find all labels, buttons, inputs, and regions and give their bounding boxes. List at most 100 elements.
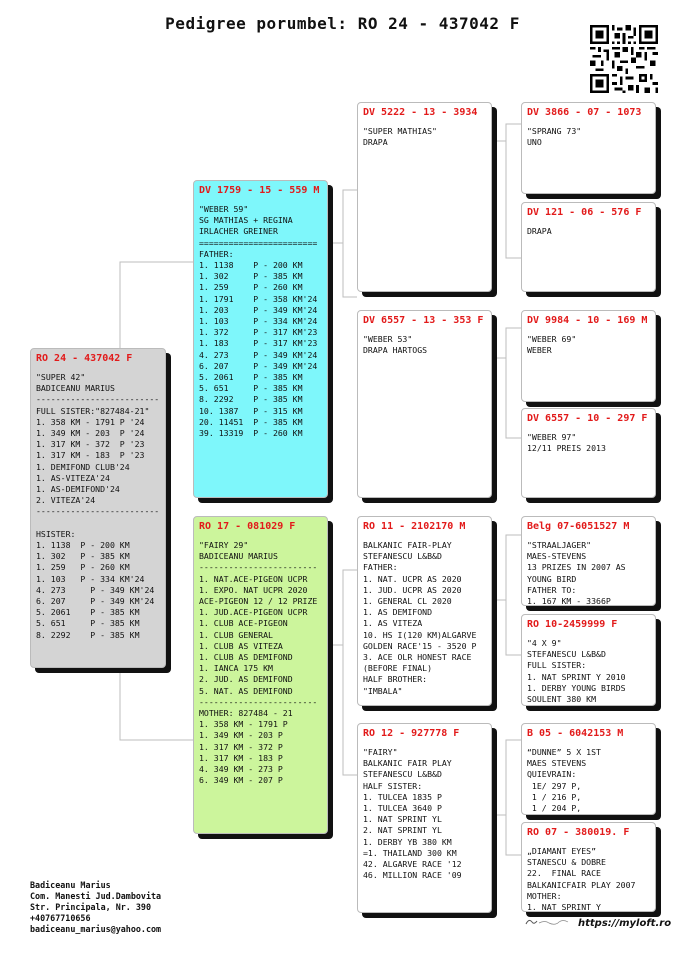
- card-line: 42. ALGARVE RACE '12: [363, 859, 462, 870]
- card-details: "SPRANG 73"UNO: [527, 126, 650, 148]
- card-line: (BEFORE FINAL): [363, 663, 433, 674]
- card-line: 1. JUD.ACE-PIGEON UCPR: [199, 607, 308, 618]
- ring-number: DV 6557 - 10 - 297 F: [527, 413, 648, 424]
- card-line: 39. 13319 P - 260 KM: [199, 428, 303, 439]
- card-line: -------------------------: [36, 506, 160, 517]
- card-details: "FAIRY 29"BADICEANU MARIUS--------------…: [199, 540, 322, 786]
- card-line: "SUPER MATHIAS": [363, 126, 437, 136]
- card-line: 5. 651 P - 385 KM: [36, 618, 140, 629]
- card-line: 1. 302 P - 385 KM: [199, 271, 303, 282]
- pigeon-card-ggp-4[interactable]: DV 6557 - 10 - 297 F "WEBER 97"12/11 PRE…: [521, 408, 656, 498]
- pigeon-card-mother-dam[interactable]: RO 12 - 927778 F "FAIRY"BALKANIC FAIR PL…: [357, 723, 492, 913]
- card-details: "WEBER 69"WEBER: [527, 334, 650, 356]
- card-line: 1 / 216 P,: [527, 791, 582, 802]
- card-line: 20. 11451 P - 385 KM: [199, 416, 303, 427]
- card-line: 2. JUD. AS DEMIFOND: [199, 674, 293, 685]
- card-line: 1E/ 297 P,: [527, 780, 582, 791]
- card-line: ------------------------: [199, 562, 318, 573]
- card-line: 2. NAT SPRINT YL: [363, 825, 442, 836]
- card-line: 3. ACE OLR HONEST RACE: [363, 652, 472, 663]
- card-line: 1. 358 KM - 1791 P: [199, 719, 288, 730]
- card-line: 1. 349 KM - 203 P '24: [36, 428, 145, 439]
- card-line: 1. DERBY YB 380 KM: [363, 836, 452, 847]
- card-line: 1. EXPO. NAT UCPR 2020: [199, 584, 308, 595]
- card-line: SG MATHIAS + REGINA: [199, 215, 293, 226]
- card-line: 13 PRIZES IN 2007 AS: [527, 562, 626, 573]
- card-line: 1. AS-DEMIFOND'24: [36, 484, 120, 495]
- pigeon-card-father-dam[interactable]: DV 6557 - 13 - 353 F "WEBER 53"DRAPA HAR…: [357, 310, 492, 498]
- website-link[interactable]: https://myloft.ro: [578, 918, 672, 929]
- card-line: ------------------------: [199, 696, 318, 707]
- card-line: FATHER TO:: [527, 584, 577, 595]
- owner-phone: +40767710656: [30, 913, 91, 923]
- card-line: 10. HS I(120 KM)ALGARVE: [363, 629, 477, 640]
- card-line: 1. 259 P - 260 KM: [199, 282, 303, 293]
- card-line: GOLDEN RACE'15 - 3520 P: [363, 640, 477, 651]
- owner-address-line: Str. Principala, Nr. 390: [30, 902, 152, 912]
- card-line: BALKANICFAIR PLAY 2007: [527, 879, 636, 890]
- card-line: MAES-STEVENS: [527, 551, 587, 562]
- pigeon-card-ggp-3[interactable]: DV 9984 - 10 - 169 M "WEBER 69"WEBER: [521, 310, 656, 402]
- card-line: 1. AS VITEZA: [363, 618, 423, 629]
- card-line: STEFANESCU L&B&D: [363, 769, 442, 780]
- card-line: ACE-PIGEON 12 / 12 PRIZE: [199, 596, 318, 607]
- card-line: 1. TULCEA 3640 P: [363, 803, 442, 814]
- card-line: 5. NAT. AS DEMIFOND: [199, 685, 293, 696]
- card-line: -------------------------: [36, 394, 160, 405]
- owner-address-line: Com. Manesti Jud.Dambovita: [30, 891, 162, 901]
- card-line: 4. 273 P - 349 KM'24: [36, 584, 155, 595]
- card-line: 6. 207 P - 349 KM'24: [199, 360, 318, 371]
- myloft-logo-icon: [525, 919, 569, 925]
- pigeon-card-father[interactable]: DV 1759 - 15 - 559 M "WEBER 59"SG MATHIA…: [193, 180, 328, 498]
- card-line: "FAIRY 29": [199, 540, 249, 550]
- card-line: 1. CLUB AS VITEZA: [199, 640, 283, 651]
- card-line: "WEBER 97": [527, 432, 577, 442]
- qr-code: [590, 25, 658, 93]
- card-line: 1. 103 P - 334 KM'24: [36, 573, 145, 584]
- card-line: =1. THAILAND 300 KM: [363, 847, 457, 858]
- owner-email[interactable]: badiceanu_marius@yahoo.com: [30, 924, 162, 934]
- card-line: 4. 349 KM - 273 P: [199, 764, 283, 775]
- owner-name: Badiceanu Marius: [30, 880, 111, 890]
- ring-number: RO 07 - 380019. F: [527, 827, 630, 838]
- ring-number: DV 6557 - 13 - 353 F: [363, 315, 484, 326]
- card-line: 1. IANCA 175 KM: [199, 663, 273, 674]
- card-line: 46. MILLION RACE '09: [363, 870, 462, 881]
- card-line: DRAPA HARTOGS: [363, 345, 428, 356]
- card-line: 1. 372 P - 317 KM'23: [199, 327, 318, 338]
- card-line: 1. AS DEMIFOND: [363, 607, 433, 618]
- pigeon-card-ggp-8[interactable]: RO 07 - 380019. F „DIAMANT EYES”STANESCU…: [521, 822, 656, 912]
- card-line: "WEBER 69": [527, 334, 577, 344]
- pigeon-card-ggp-2[interactable]: DV 121 - 06 - 576 F DRAPA: [521, 202, 656, 292]
- card-line: IRLACHER GREINER: [199, 226, 278, 237]
- pigeon-card-father-sire[interactable]: DV 5222 - 13 - 3934 "SUPER MATHIAS"DRAPA: [357, 102, 492, 292]
- pigeon-card-subject[interactable]: RO 24 - 437042 F "SUPER 42"BADICEANU MAR…: [30, 348, 166, 668]
- pigeon-card-ggp-5[interactable]: Belg 07-6051527 M "STRAALJAGER"MAES-STEV…: [521, 516, 656, 606]
- card-line: 1. 167 KM - 3366P: [527, 596, 611, 606]
- pigeon-card-mother[interactable]: RO 17 - 081029 F "FAIRY 29"BADICEANU MAR…: [193, 516, 328, 834]
- card-line: "SUPER 42": [36, 372, 86, 382]
- card-line: 1. 317 KM - 183 P: [199, 752, 283, 763]
- card-line: 1. 183 P - 317 KM'23: [199, 338, 318, 349]
- card-line: HALF SISTER:: [363, 780, 423, 791]
- card-line: 6. 349 KM - 207 P: [199, 775, 283, 786]
- card-line: BADICEANU MARIUS: [36, 383, 115, 394]
- card-line: "SPRANG 73": [527, 126, 582, 136]
- card-line: BADICEANU MARIUS: [199, 551, 278, 562]
- card-line: 22. FINAL RACE: [527, 868, 601, 879]
- ring-number: RO 17 - 081029 F: [199, 521, 296, 532]
- pigeon-card-ggp-1[interactable]: DV 3866 - 07 - 1073 "SPRANG 73"UNO: [521, 102, 656, 194]
- card-line: FATHER:: [199, 248, 234, 259]
- card-line: 1 / 204 P,: [527, 803, 582, 814]
- card-line: 1. CLUB GENERAL: [199, 629, 273, 640]
- card-line: STEFANESCU L&B&D: [363, 551, 442, 562]
- card-line: MAES STEVENS: [527, 758, 587, 769]
- card-line: 1. 358 KM - 1791 P '24: [36, 416, 145, 427]
- ring-number: RO 24 - 437042 F: [36, 353, 133, 364]
